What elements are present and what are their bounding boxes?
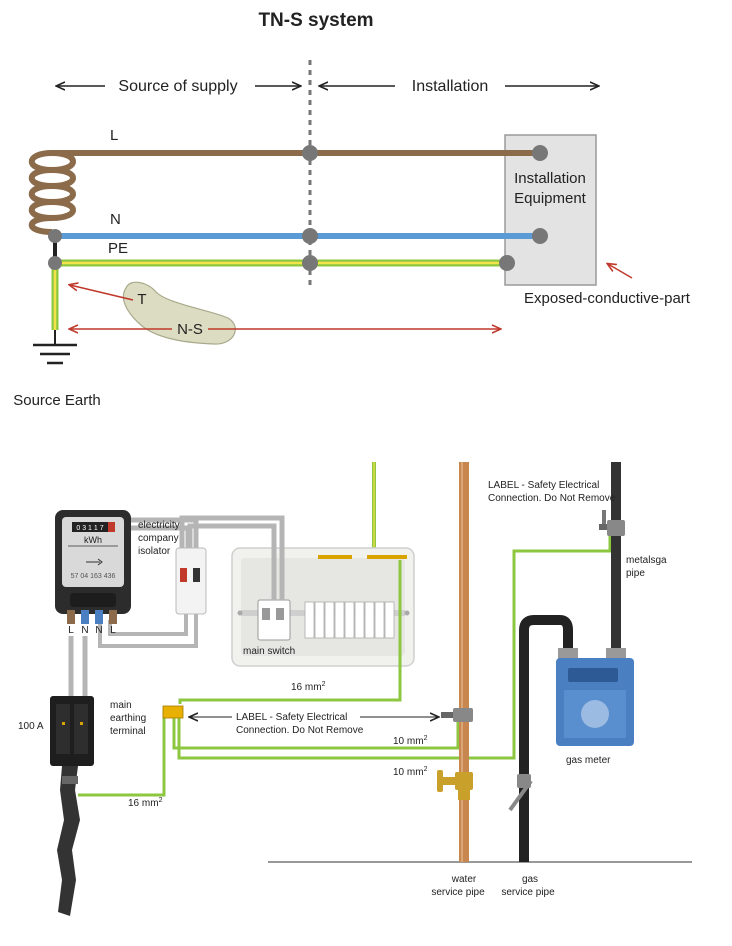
gas-pipe-label-line2: service pipe: [501, 887, 555, 898]
meter-unit: kWh: [84, 535, 102, 545]
gas-meter-label: gas meter: [566, 755, 611, 766]
size-10-water-label: 10 mm2: [393, 735, 428, 747]
metal-pipe-label-line1: metalsga: [626, 555, 667, 566]
t-arrow: [70, 285, 134, 301]
meter-serial: 57 04 163 436: [71, 573, 116, 580]
mcb-breakers: [304, 601, 395, 639]
node-pe-boundary: [302, 255, 318, 271]
size-16-tail-label: 16 mm2: [128, 797, 163, 809]
exposed-conductive-part-label: Exposed-conductive-part: [524, 290, 691, 307]
fuse-rating-label: 100 A: [18, 721, 44, 732]
met-label-line2: earthing: [110, 713, 146, 724]
meter-reading: 0 3 1 1 7: [76, 525, 103, 532]
earthing-cables: [78, 530, 612, 797]
pipe-safety-label-line2: Connection. Do Not Remove: [488, 493, 616, 504]
size-10-gas-label: 10 mm2: [393, 766, 428, 778]
met-label-line3: terminal: [110, 726, 146, 737]
water-service-pipe: [459, 462, 469, 862]
t-label: T: [137, 291, 146, 308]
terminal-label-4: L: [110, 625, 116, 636]
safety-label-line1: LABEL - Safety Electrical: [236, 712, 347, 723]
earth-symbol-icon: [33, 330, 77, 365]
main-earthing-terminal: [162, 705, 184, 719]
node-n-boundary: [302, 228, 318, 244]
node-neutral-source: [48, 229, 62, 243]
terminal-label-2: N: [81, 625, 88, 636]
equipment-label-line2: Equipment: [514, 190, 587, 207]
isolator-label-line3: isolator: [138, 546, 171, 557]
water-stop-tap-icon: [437, 770, 473, 800]
equipment-label-line1: Installation: [514, 170, 586, 187]
neutral-bar: [318, 555, 352, 559]
earth-bar: [367, 555, 407, 559]
gas-service-pipe: [519, 615, 573, 862]
installation-label: Installation: [412, 78, 489, 95]
metal-pipe-label-line2: pipe: [626, 568, 645, 579]
met-label-line1: main: [110, 700, 132, 711]
water-pipe-label-line2: service pipe: [431, 887, 485, 898]
main-switch-label: main switch: [243, 646, 295, 657]
service-cable: [57, 766, 80, 916]
diagram-title: TN-S system: [258, 10, 373, 31]
source-of-supply-label: Source of supply: [118, 78, 237, 95]
water-pipe-earth-clamp: [453, 708, 473, 722]
water-pipe-label-line1: water: [451, 874, 477, 885]
isolator-label-line1: electricity: [138, 520, 180, 531]
exposed-part-arrow: [608, 264, 633, 279]
pipe-safety-label-line1: LABEL - Safety Electrical: [488, 480, 599, 491]
node-l-boundary: [302, 145, 318, 161]
terminal-label-1: L: [68, 625, 74, 636]
installation-equipment-box: [504, 134, 597, 286]
conductor-label-n: N: [110, 211, 121, 228]
conductor-label-l: L: [110, 127, 118, 144]
gas-pipe-earth-clamp: [607, 520, 625, 536]
node-pe-equipment: [499, 255, 515, 271]
ns-label: N-S: [177, 321, 203, 338]
node-l-equipment: [532, 145, 548, 161]
node-n-equipment: [532, 228, 548, 244]
source-earth-label: Source Earth: [13, 392, 101, 409]
isolator-label-line2: company: [138, 533, 179, 544]
gas-pipe-label-line1: gas: [522, 874, 538, 885]
safety-label-line2: Connection. Do Not Remove: [236, 725, 364, 736]
company-isolator: [175, 547, 207, 615]
transformer-coil-icon: [29, 150, 76, 235]
conductor-label-pe: PE: [108, 240, 128, 257]
node-pe-source: [48, 256, 62, 270]
terminal-label-3: N: [95, 625, 102, 636]
electricity-meter: [55, 510, 131, 614]
size-16-main-label: 16 mm2: [291, 681, 326, 693]
gas-meter: [556, 648, 634, 746]
metal-gas-pipe: [611, 462, 621, 652]
